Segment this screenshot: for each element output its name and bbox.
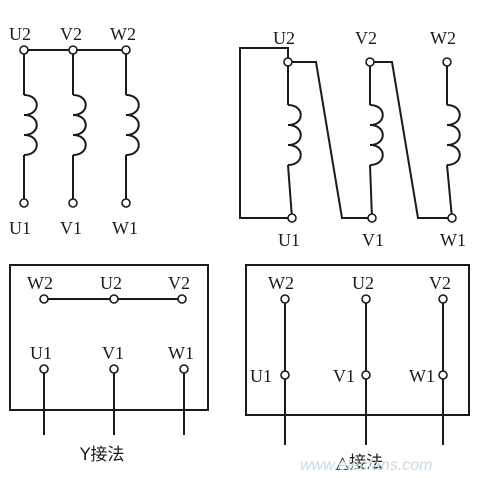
watermark-text: www.elecfans.com — [300, 457, 433, 474]
delta-winding-u-coil — [287, 104, 302, 166]
delta-box-terminal-w2 — [280, 294, 290, 304]
delta-box-label-w2: W2 — [268, 273, 294, 293]
winding-w-coil — [125, 94, 140, 156]
delta-box-terminal-u2 — [361, 294, 371, 304]
star-box-terminal-w1 — [179, 364, 189, 374]
star-box-label-v1: V1 — [102, 343, 124, 363]
delta-box-terminal-u1 — [280, 370, 290, 380]
delta-box-terminal-w1 — [438, 370, 448, 380]
delta-winding-v-lead-bottom — [369, 164, 373, 219]
delta-caption: △接法 — [336, 453, 383, 473]
delta-label-v2: V2 — [355, 28, 377, 48]
winding-v-coil — [72, 94, 87, 156]
terminal-u2 — [19, 45, 29, 55]
delta-terminal-box — [245, 264, 470, 445]
star-box-label-w1: W1 — [168, 343, 194, 363]
delta-winding-w-lead-bottom — [446, 164, 453, 219]
star-box-terminal-v2 — [177, 294, 187, 304]
label-v1: V1 — [60, 218, 82, 238]
delta-box-label-w1: W1 — [409, 366, 435, 386]
delta-label-u1: U1 — [278, 230, 300, 250]
star-box-label-u2: U2 — [100, 273, 122, 293]
delta-box-label-v2: V2 — [429, 273, 451, 293]
terminal-w1 — [121, 198, 131, 208]
delta-label-u2: U2 — [273, 28, 295, 48]
terminal-w2 — [121, 45, 131, 55]
delta-terminal-w1 — [447, 213, 457, 223]
delta-winding-v-coil — [369, 104, 384, 166]
delta-outer-link — [239, 47, 292, 219]
delta-box-label-v1: V1 — [333, 366, 355, 386]
delta-box-label-u2: U2 — [352, 273, 374, 293]
star-box-outline — [9, 264, 209, 411]
delta-label-v1: V1 — [362, 230, 384, 250]
delta-label-w2: W2 — [430, 28, 456, 48]
star-caption: Y接法 — [79, 445, 124, 465]
label-u2: U2 — [9, 24, 31, 44]
delta-terminal-u1 — [287, 213, 297, 223]
delta-terminal-v1 — [367, 213, 377, 223]
star-box-label-v2: V2 — [168, 273, 190, 293]
label-u1: U1 — [9, 218, 31, 238]
winding-u-coil — [23, 94, 38, 156]
star-box-terminal-w2 — [39, 294, 49, 304]
label-v2: V2 — [60, 24, 82, 44]
delta-terminal-v2 — [365, 57, 375, 67]
delta-terminal-w2 — [442, 57, 452, 67]
delta-box-terminal-v2 — [438, 294, 448, 304]
label-w2: W2 — [110, 24, 136, 44]
star-box-terminal-u2 — [109, 294, 119, 304]
delta-winding-schematic — [239, 47, 461, 219]
delta-box-outline — [245, 264, 470, 416]
label-w1: W1 — [112, 218, 138, 238]
terminal-u1 — [19, 198, 29, 208]
delta-link-u2-v1 — [288, 61, 372, 219]
terminal-v1 — [68, 198, 78, 208]
star-box-terminal-u1 — [39, 364, 49, 374]
delta-box-terminal-v1 — [361, 370, 371, 380]
delta-link-v2-w1 — [370, 61, 452, 219]
star-box-label-w2: W2 — [27, 273, 53, 293]
delta-winding-w-coil — [446, 104, 461, 166]
delta-terminal-u2 — [283, 57, 293, 67]
terminal-v2 — [68, 45, 78, 55]
star-winding-schematic — [22, 49, 140, 203]
delta-winding-u-lead-bottom — [287, 164, 293, 219]
star-box-terminal-v1 — [109, 364, 119, 374]
delta-box-label-u1: U1 — [250, 366, 272, 386]
delta-label-w1: W1 — [440, 230, 466, 250]
star-box-label-u1: U1 — [30, 343, 52, 363]
